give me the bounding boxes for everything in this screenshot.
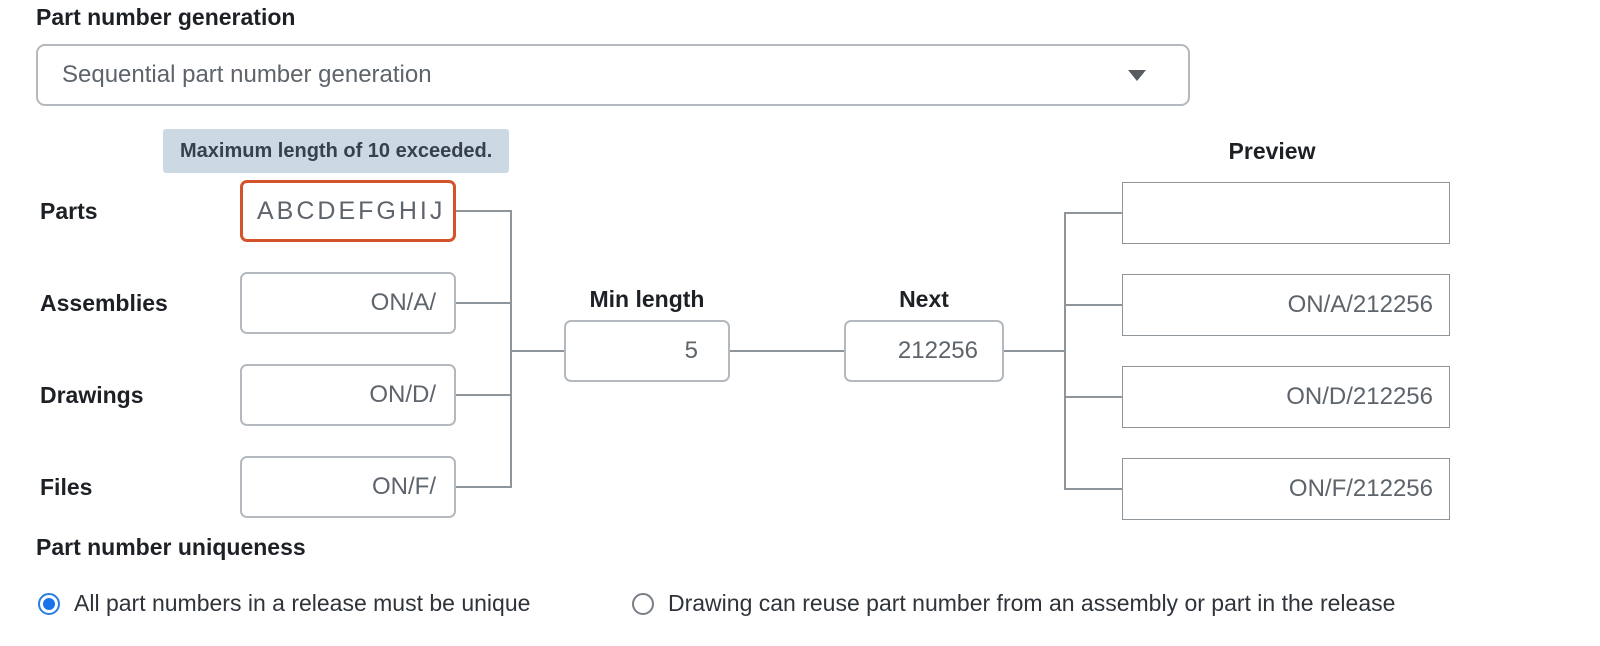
preview-files-value: ON/F/212256 (1288, 475, 1433, 502)
connector-line (1064, 212, 1122, 214)
generation-method-value: Sequential part number generation (62, 61, 432, 88)
next-number-input[interactable] (844, 320, 1004, 382)
connector-line (730, 350, 844, 352)
min-length-input[interactable] (564, 320, 730, 382)
connector-line (456, 486, 510, 488)
row-label-assemblies: Assemblies (40, 290, 168, 316)
preview-parts (1122, 182, 1450, 244)
files-prefix-input[interactable] (240, 456, 456, 518)
connector-line (1004, 350, 1064, 352)
row-label-files: Files (40, 474, 93, 500)
connector-line (1064, 212, 1066, 490)
connector-line (456, 302, 510, 304)
row-label-parts: Parts (40, 198, 98, 224)
generation-method-select[interactable]: Sequential part number generation (36, 44, 1190, 106)
connector-line (510, 210, 512, 488)
preview-drawings-value: ON/D/212256 (1286, 383, 1433, 410)
connector-line (1064, 488, 1122, 490)
preview-files: ON/F/212256 (1122, 458, 1450, 520)
row-label-drawings: Drawings (40, 382, 144, 408)
connector-line (456, 210, 510, 212)
connector-line (456, 394, 510, 396)
min-length-label: Min length (589, 286, 705, 312)
page-title: Part number generation (36, 4, 296, 30)
radio-option-label: Drawing can reuse part number from an as… (668, 590, 1396, 616)
chevron-down-icon (1128, 69, 1146, 81)
preview-label: Preview (1228, 138, 1316, 164)
preview-assemblies-value: ON/A/212256 (1287, 291, 1433, 318)
assemblies-prefix-input[interactable] (240, 272, 456, 334)
next-label: Next (899, 286, 949, 312)
radio-unselected-icon[interactable] (632, 592, 654, 615)
connector-line (1064, 304, 1122, 306)
parts-prefix-input[interactable] (240, 180, 456, 242)
connector-line (1064, 396, 1122, 398)
radio-selected-icon[interactable] (38, 592, 60, 615)
radio-option-drawing-reuse[interactable]: Drawing can reuse part number from an as… (632, 590, 1395, 617)
error-tooltip: Maximum length of 10 exceeded. (163, 129, 510, 173)
connector-line (510, 350, 564, 352)
preview-drawings: ON/D/212256 (1122, 366, 1450, 428)
drawings-prefix-input[interactable] (240, 364, 456, 426)
preview-assemblies: ON/A/212256 (1122, 274, 1450, 336)
radio-option-all-unique[interactable]: All part numbers in a release must be un… (38, 590, 530, 617)
uniqueness-title: Part number uniqueness (36, 534, 306, 560)
radio-option-label: All part numbers in a release must be un… (74, 590, 531, 616)
